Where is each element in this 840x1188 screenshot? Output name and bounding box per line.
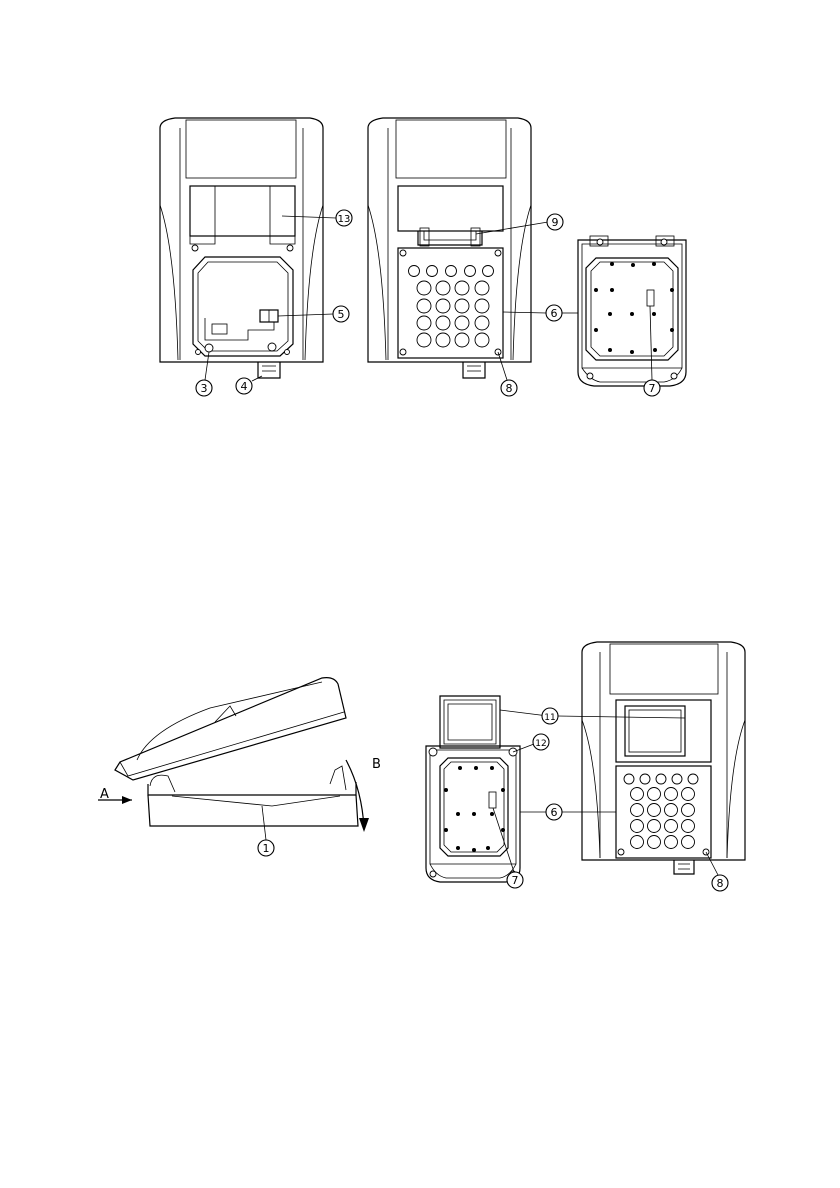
keypad-buttons	[409, 266, 494, 348]
svg-text:11: 11	[544, 713, 555, 723]
svg-text:1: 1	[263, 842, 270, 855]
housing-display-view	[582, 642, 745, 874]
callout-11: 11	[542, 708, 558, 724]
back-plate-display-view	[426, 696, 520, 882]
callout-6-upper: 6	[546, 305, 562, 321]
callout-1: 1	[258, 840, 274, 856]
arrow-b-label: B	[372, 757, 381, 772]
callout-8-upper: 8	[501, 380, 517, 396]
callout-12: 12	[533, 734, 549, 750]
svg-text:12: 12	[535, 739, 546, 749]
callout-13: 13	[336, 210, 352, 226]
svg-text:8: 8	[717, 877, 724, 890]
housing-open-view	[160, 118, 323, 378]
svg-text:5: 5	[338, 308, 345, 321]
svg-text:6: 6	[551, 806, 558, 819]
svg-text:13: 13	[338, 214, 351, 225]
svg-text:6: 6	[551, 307, 558, 320]
arrow-a-label: A	[100, 787, 109, 802]
callout-9: 9	[547, 214, 563, 230]
callout-5: 5	[333, 306, 349, 322]
callout-8-lower: 8	[712, 875, 728, 891]
svg-text:4: 4	[241, 380, 248, 393]
callout-3: 3	[196, 380, 212, 396]
svg-text:3: 3	[201, 382, 208, 395]
svg-text:8: 8	[506, 382, 513, 395]
callout-7-upper: 7	[644, 380, 660, 396]
svg-text:9: 9	[552, 216, 559, 229]
callout-4: 4	[236, 378, 252, 394]
housing-keypad-view	[368, 118, 531, 378]
svg-text:7: 7	[512, 874, 519, 887]
svg-text:7: 7	[649, 382, 656, 395]
side-mount-view: A B	[98, 678, 381, 832]
keypad-back-plate-view	[578, 236, 686, 386]
callout-6-lower: 6	[546, 804, 562, 820]
callout-7-lower: 7	[507, 872, 523, 888]
keypad-buttons-lower	[624, 774, 698, 849]
